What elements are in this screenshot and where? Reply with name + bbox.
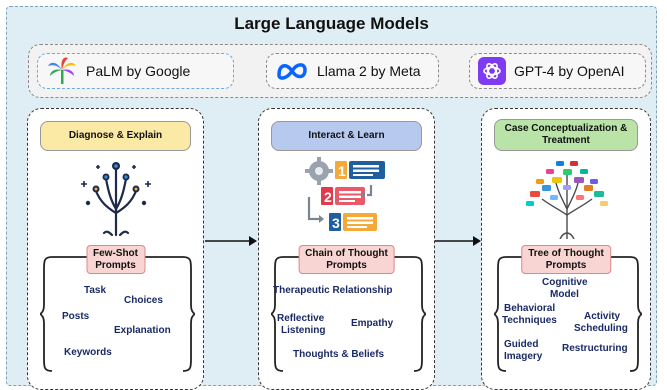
prompt-chain-of-thought: Chain of Thought Prompts: [298, 245, 395, 274]
term-choices: Choices: [124, 295, 163, 306]
prompt-few-shot: Few-Shot Prompts: [86, 245, 145, 274]
panel-title-case-line1: Case Conceptualization &: [504, 123, 628, 134]
term-listening: Listening: [281, 325, 326, 336]
term-reflective: Reflective: [277, 313, 325, 324]
svg-text:3: 3: [332, 215, 340, 231]
term-scheduling: Scheduling: [574, 323, 628, 334]
prompt-few-shot-line1: Few-Shot: [93, 248, 138, 259]
term-restructuring: Restructuring: [562, 343, 628, 354]
panel-case-conceptualization: Case Conceptualization & Treatment: [481, 108, 651, 390]
prompt-tot-line2: Prompts: [545, 259, 587, 271]
numbered-steps-icon: 1 2 3: [305, 157, 385, 231]
model-label-llama: Llama 2 by Meta: [317, 63, 421, 79]
term-behavioral: Behavioral: [504, 303, 556, 314]
prompt-tot-line1: Tree of Thought: [528, 248, 604, 259]
term-activity: Activity: [584, 311, 621, 322]
model-label-palm: PaLM by Google: [86, 63, 191, 79]
term-model: Model: [550, 289, 579, 300]
term-guided: Guided: [504, 339, 539, 350]
openai-knot-icon: [478, 57, 506, 85]
term-explanation: Explanation: [114, 325, 171, 336]
colorful-thought-tree-icon: [526, 161, 608, 239]
term-cognitive: Cognitive: [542, 277, 588, 288]
llm-models-row: PaLM by Google Llama 2 by Meta GPT-4 by …: [28, 44, 652, 98]
term-imagery: Imagery: [504, 351, 543, 362]
prompt-few-shot-line2: Prompts: [95, 259, 136, 271]
term-therapeutic-relationship: Therapeutic Relationship: [273, 285, 393, 296]
panel-title-diagnose: Diagnose & Explain: [40, 121, 191, 151]
prompt-cot-line1: Chain of Thought: [305, 248, 388, 259]
neural-tree-icon: [81, 162, 151, 237]
prompt-tree-of-thought: Tree of Thought Prompts: [521, 245, 611, 274]
model-llama: Llama 2 by Meta: [266, 53, 439, 89]
term-keywords: Keywords: [64, 347, 112, 358]
svg-text:2: 2: [324, 189, 332, 205]
term-techniques: Techniques: [502, 315, 557, 326]
term-task: Task: [84, 285, 107, 296]
palm-flower-icon: [48, 57, 76, 84]
panel-interact-learn: Interact & Learn 1 2: [258, 108, 435, 390]
model-gpt4: GPT-4 by OpenAI: [469, 53, 646, 89]
panel-diagnose-explain: Diagnose & Explain: [27, 108, 204, 390]
panel-title-case-line2: Treatment: [542, 135, 590, 146]
term-posts: Posts: [62, 311, 90, 322]
term-thoughts-beliefs: Thoughts & Beliefs: [293, 349, 385, 360]
flow-arrow-2: [435, 236, 481, 246]
flow-arrow-1: [205, 236, 257, 246]
meta-infinity-icon: [277, 63, 307, 80]
svg-text:1: 1: [338, 163, 346, 179]
prompt-cot-line2: Prompts: [326, 259, 367, 271]
diagram-frame: Large Language Models PaLM by Google Lla…: [6, 6, 657, 390]
model-label-gpt4: GPT-4 by OpenAI: [514, 63, 625, 79]
panel-title-case: Case Conceptualization & Treatment: [494, 119, 638, 151]
diagram-title: Large Language Models: [234, 14, 429, 33]
term-empathy: Empathy: [351, 318, 394, 329]
model-palm: PaLM by Google: [37, 53, 234, 89]
panel-title-interact: Interact & Learn: [271, 121, 422, 151]
